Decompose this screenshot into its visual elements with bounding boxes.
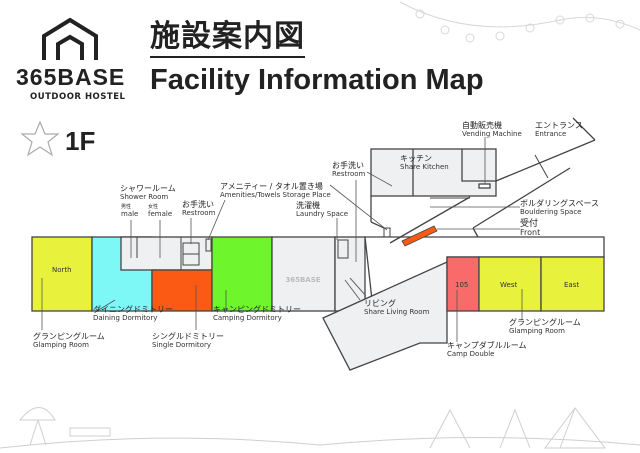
room-camping-dormitory	[211, 236, 273, 312]
restroom-laundry-area	[334, 236, 366, 312]
label-jp: シングルドミトリー	[152, 332, 224, 341]
label-restroom-2: お手洗い Restroom	[332, 161, 365, 178]
label-camping-dormitory: キャンピングドミトリー Camping Dormitory	[213, 305, 301, 322]
logo-subtitle: OUTDOOR HOSTEL	[30, 92, 126, 102]
label-laundry: 洗濯機 Laundry Space	[296, 201, 348, 218]
label-vending: 自動販売機 Vending Machine	[462, 121, 522, 138]
label-amenities: アメニティー / タオル置き場 Amenities/Towels Storage…	[220, 182, 331, 199]
label-jp: お手洗い	[182, 200, 214, 209]
label-en: male	[121, 210, 139, 218]
label-jp: アメニティー / タオル置き場	[220, 182, 323, 191]
label-en: female	[148, 210, 173, 218]
decorative-camp-icon	[0, 407, 640, 449]
logo-name: 365BASE	[16, 64, 126, 90]
room-west	[478, 256, 542, 312]
star-icon	[20, 120, 60, 157]
label-en: Front	[520, 228, 541, 237]
watermark-logo: 365BASE	[285, 276, 320, 284]
front-desk	[401, 225, 438, 247]
room-label-west: West	[500, 281, 518, 289]
floor-label: 1F	[65, 126, 96, 156]
label-en: Restroom	[332, 170, 366, 178]
label-female: 女性 female	[148, 203, 172, 218]
label-en: Camp Double	[447, 350, 495, 358]
label-jp: 男性	[121, 204, 132, 210]
label-bouldering: ボルダリングスペース Bouldering Space	[520, 199, 599, 216]
share-living-room	[322, 260, 448, 371]
label-en: Vending Machine	[462, 130, 522, 138]
label-male: 男性 male	[121, 203, 138, 218]
label-en: Single Dormitory	[152, 341, 211, 349]
label-shower: シャワールーム Shower Room	[120, 184, 176, 201]
label-dining-dormitory: ダイニングドミトリー Daining Dormitory	[93, 305, 173, 322]
vending-machine	[478, 183, 491, 189]
label-jp: 洗濯機	[296, 201, 320, 210]
room-east	[540, 256, 605, 312]
label-en: Bouldering Space	[520, 208, 582, 216]
label-en: Daining Dormitory	[93, 314, 158, 322]
label-en: Shower Room	[120, 193, 169, 201]
label-en: Glamping Room	[33, 341, 89, 349]
label-jp: リビング	[364, 299, 396, 308]
label-single-dormitory: シングルドミトリー Single Dormitory	[152, 332, 224, 349]
label-glamping-right: グランピングルーム Glamping Room	[509, 318, 581, 335]
label-kitchen: キッチン Share Kitchen	[400, 154, 449, 171]
page-title-jp: 施設案内図	[150, 20, 305, 58]
room-label-north: North	[52, 266, 72, 274]
label-entrance: エントランス Entrance	[535, 121, 583, 138]
label-en: Amenities/Towels Storage Place	[220, 191, 331, 199]
decorative-lights-icon	[399, 1, 640, 43]
label-glamping-left: グランピングルーム Glamping Room	[33, 332, 105, 349]
label-camp-double: キャンプダブルルーム Camp Double	[447, 341, 527, 358]
label-restroom-1: お手洗い Restroom	[182, 200, 215, 217]
room-105	[446, 256, 480, 312]
label-en: Share Kitchen	[400, 163, 449, 171]
room-north	[31, 236, 93, 312]
hall-area	[271, 236, 336, 312]
label-front: 受付 Front	[520, 219, 540, 237]
label-jp: グランピングルーム	[33, 332, 105, 341]
room-single-dormitory	[151, 269, 213, 312]
label-jp: シャワールーム	[120, 184, 176, 193]
label-jp: グランピングルーム	[509, 318, 581, 327]
label-en: Share Living Room	[364, 308, 430, 316]
label-jp: キャンプダブルルーム	[447, 341, 527, 350]
logo-house-icon	[42, 17, 98, 60]
label-jp: キャンピングドミトリー	[213, 305, 301, 314]
label-jp: キッチン	[400, 154, 432, 163]
label-jp: エントランス	[535, 121, 583, 130]
label-en: Entrance	[535, 130, 567, 138]
room-label-east: East	[564, 281, 580, 289]
label-jp: ダイニングドミトリー	[93, 305, 173, 314]
label-en: Glamping Room	[509, 327, 565, 335]
label-jp: 自動販売機	[462, 121, 502, 130]
room-label-105: 105	[455, 281, 469, 289]
label-living: リビング Share Living Room	[364, 299, 429, 316]
label-jp: ボルダリングスペース	[520, 199, 600, 208]
label-jp: 受付	[520, 219, 539, 229]
label-en: Restroom	[182, 209, 216, 217]
page-title-en: Facility Information Map	[150, 64, 484, 96]
label-en: Laundry Space	[296, 210, 349, 218]
share-kitchen	[370, 148, 497, 197]
label-en: Camping Dormitory	[213, 314, 282, 322]
label-jp: 女性	[148, 204, 159, 210]
label-jp: お手洗い	[332, 161, 364, 170]
